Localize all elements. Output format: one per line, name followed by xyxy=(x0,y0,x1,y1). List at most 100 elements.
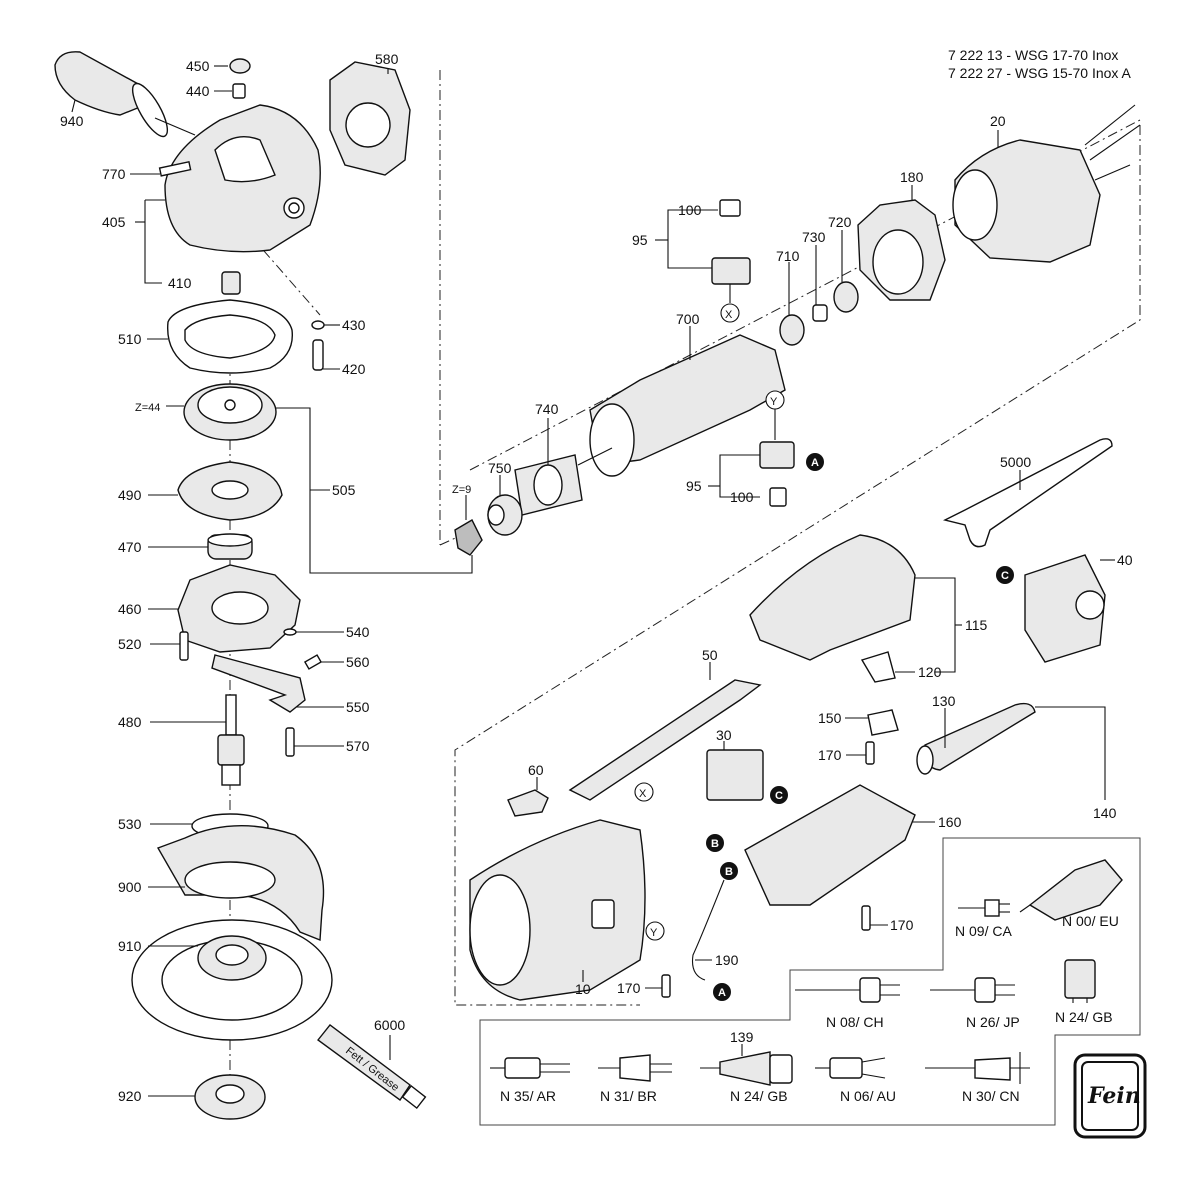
label-520: 520 xyxy=(118,636,142,652)
label-910: 910 xyxy=(118,938,142,954)
label-580: 580 xyxy=(375,51,399,67)
marker-y-upper: Y xyxy=(770,396,778,408)
model-line-2: 7 222 27 - WSG 15-70 Inox A xyxy=(948,65,1132,81)
label-50: 50 xyxy=(702,647,718,663)
label-115: 115 xyxy=(965,617,988,633)
label-40: 40 xyxy=(1117,552,1133,568)
flange-nut-920 xyxy=(194,1074,266,1120)
plug-label-n30-cn: N 30/ CN xyxy=(962,1088,1020,1104)
armature-700 xyxy=(577,334,786,477)
label-100-lower: 100 xyxy=(730,489,754,505)
label-z44: Z=44 xyxy=(135,402,160,414)
label-z9: Z=9 xyxy=(452,484,471,496)
slide-button-60 xyxy=(507,789,549,817)
electronics-module-40 xyxy=(1024,554,1106,663)
plug-label-n35-ar: N 35/ AR xyxy=(500,1088,556,1104)
retainer-plate-490 xyxy=(177,461,283,521)
label-460: 460 xyxy=(118,601,142,617)
label-700: 700 xyxy=(676,311,700,327)
label-95-upper: 95 xyxy=(632,232,648,248)
bearing-flange-460 xyxy=(177,564,301,653)
label-550: 550 xyxy=(346,699,370,715)
plug-n06-au xyxy=(815,1057,886,1079)
label-490: 490 xyxy=(118,487,142,503)
label-170-c: 170 xyxy=(890,917,914,933)
cover-plate-580 xyxy=(329,61,411,176)
label-560: 560 xyxy=(346,654,370,670)
fein-logo: Fein xyxy=(1073,1053,1147,1139)
label-170-b: 170 xyxy=(617,980,641,996)
plug-n24-gb-top xyxy=(1064,959,1096,1003)
plug-n00-eu xyxy=(1019,859,1123,921)
model-line-1: 7 222 13 - WSG 17-70 Inox xyxy=(948,47,1118,63)
label-139: 139 xyxy=(730,1029,754,1045)
label-530: 530 xyxy=(118,816,142,832)
air-guide-180 xyxy=(857,199,946,301)
lock-lever-550 xyxy=(211,654,306,713)
label-470: 470 xyxy=(118,539,142,555)
label-710: 710 xyxy=(776,248,800,264)
spindle-480 xyxy=(217,694,245,786)
plug-label-n24-gb-top: N 24/ GB xyxy=(1055,1009,1113,1025)
label-430: 430 xyxy=(342,317,366,333)
marker-c-upper: C xyxy=(1001,570,1009,582)
marker-a-lower: A xyxy=(718,987,726,999)
marker-y-lower: Y xyxy=(650,927,658,939)
label-730: 730 xyxy=(802,229,826,245)
plug-n24-gb-139 xyxy=(700,1051,793,1086)
label-940: 940 xyxy=(60,113,84,129)
side-handle-940 xyxy=(54,51,196,138)
label-60: 60 xyxy=(528,762,544,778)
gear-housing-405 xyxy=(164,104,321,253)
switch-rod-50 xyxy=(568,679,762,801)
grease-tube-6000: Fett / Grease xyxy=(316,1024,427,1110)
plug-n26-jp xyxy=(930,977,1015,1003)
marker-b-upper: B xyxy=(711,838,719,850)
label-505: 505 xyxy=(332,482,356,498)
plug-label-n31-br: N 31/ BR xyxy=(600,1088,657,1104)
label-30: 30 xyxy=(716,727,732,743)
label-100-upper: 100 xyxy=(678,202,702,218)
plug-box-frame xyxy=(479,837,1141,1126)
bevel-gear-505 xyxy=(183,383,277,441)
housing-cover-115 xyxy=(749,534,916,661)
label-180: 180 xyxy=(900,169,924,185)
spanner-5000 xyxy=(942,438,1113,548)
plug-n30-cn xyxy=(925,1052,1030,1084)
label-420: 420 xyxy=(342,361,366,377)
plug-n09-ca xyxy=(958,899,1010,917)
field-stator-20 xyxy=(952,104,1141,263)
label-440: 440 xyxy=(186,83,210,99)
label-410: 410 xyxy=(168,275,192,291)
label-120: 120 xyxy=(918,664,942,680)
label-450: 450 xyxy=(186,58,210,74)
label-160: 160 xyxy=(938,814,962,830)
label-510: 510 xyxy=(118,331,142,347)
label-770: 770 xyxy=(102,166,126,182)
wheel-guard-900 xyxy=(156,825,325,942)
plug-label-n00-eu: N 00/ EU xyxy=(1062,913,1119,929)
knob-450 xyxy=(229,58,251,99)
label-405: 405 xyxy=(102,214,126,230)
plug-n31-br xyxy=(598,1054,672,1082)
label-140: 140 xyxy=(1093,805,1117,821)
marker-c-lower: C xyxy=(775,790,783,802)
handle-shell-160 xyxy=(744,784,916,906)
label-150: 150 xyxy=(818,710,842,726)
marker-x-upper: X xyxy=(725,309,733,321)
bearing-410 xyxy=(221,271,241,295)
ball-bearing-470 xyxy=(207,533,253,560)
label-130: 130 xyxy=(932,693,956,709)
label-900: 900 xyxy=(118,879,142,895)
marker-b-lower: B xyxy=(725,866,733,878)
label-540: 540 xyxy=(346,624,370,640)
cable-guard-130 xyxy=(916,702,1036,775)
plug-label-n24-gb-bottom: N 24/ GB xyxy=(730,1088,788,1104)
marker-a-upper: A xyxy=(811,457,819,469)
label-480: 480 xyxy=(118,714,142,730)
label-95-lower: 95 xyxy=(686,478,702,494)
switch-30 xyxy=(706,749,764,801)
label-190: 190 xyxy=(715,952,739,968)
plug-label-n09-ca: N 09/ CA xyxy=(955,923,1012,939)
